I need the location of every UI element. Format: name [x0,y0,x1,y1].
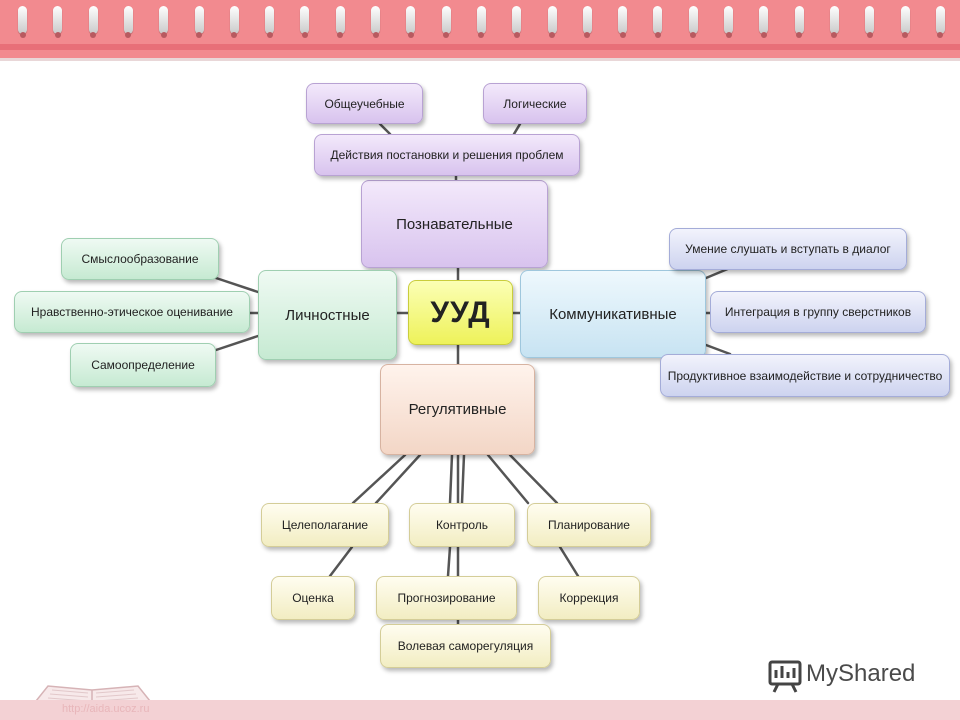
item-control: Контроль [409,503,515,547]
spiral-ring [724,6,733,34]
item-meaning-formation: Смыслообразование [61,238,219,280]
item-volitional-self-regulation: Волевая саморегуляция [380,624,551,668]
binding-hole [372,32,379,38]
binding-hole [584,32,591,38]
spiral-ring [265,6,275,34]
binding-hole [90,32,97,38]
spiral-ring [335,6,345,34]
spiral-ring [18,6,27,34]
branch-communicative: Коммуникативные [520,270,706,358]
item-moral-evaluation: Нравственно-этическое оценивание [14,291,250,333]
binding-hole [831,32,838,38]
binding-hole [725,32,732,38]
spiral-ring [794,6,804,34]
item-general-educational: Общеучебные [306,83,423,124]
binding-hole [19,32,26,38]
item-correction: Коррекция [538,576,640,620]
binding-hole [196,32,202,38]
myshared-logo-text: MyShared [806,660,916,687]
spiral-ring [406,6,416,34]
myshared-logo-icon [768,660,802,693]
binding-hole [301,32,308,38]
spiral-ring [935,6,945,34]
branch-personal: Личностные [258,270,397,360]
spiral-ring [759,6,769,34]
item-problem-solving: Действия постановки и решения проблем [314,134,580,176]
binding-hole [337,32,344,38]
spiral-ring [900,6,910,34]
binding-hole [478,32,485,38]
spiral-ring [159,6,169,34]
spiral-ring [194,6,204,34]
item-peer-integration: Интеграция в группу сверстников [710,291,926,333]
binding-hole [549,32,555,38]
item-evaluation: Оценка [271,576,355,620]
item-logical: Логические [483,83,587,124]
spiral-ring [476,6,486,34]
binding-hole [760,32,767,38]
item-self-determination: Самоопределение [70,343,216,387]
spiral-ring [547,6,557,34]
item-goal-setting: Целеполагание [261,503,389,547]
item-planning: Планирование [527,503,651,547]
binding-hole [619,32,626,38]
spiral-ring [53,6,63,34]
binding-hole [160,32,167,38]
spiral-ring [300,6,310,34]
binding-hole [54,32,61,38]
spiral-ring [653,6,663,34]
branch-cognitive: Познавательные [361,180,548,268]
binding-hole [866,32,873,38]
branch-regulatory: Регулятивные [380,364,535,455]
center-node-uud: УУД [408,280,513,345]
binding-hole [443,32,450,38]
footer-url[interactable]: http://aida.ucoz.ru [62,703,150,715]
spiral-ring [88,6,98,34]
spiral-ring [618,6,628,34]
binding-hole [937,32,944,38]
notebook-header [0,0,960,61]
spiral-ring [688,6,698,34]
binding-hole [125,32,132,38]
binding-hole [690,32,697,38]
spiral-ring [582,6,592,34]
item-cooperation: Продуктивное взаимодействие и сотрудниче… [660,354,950,397]
item-listen-dialog: Умение слушать и вступать в диалог [669,228,907,270]
spiral-ring [123,6,133,34]
spiral-ring [441,6,451,34]
item-forecasting: Прогнозирование [376,576,517,620]
binding-hole [796,32,803,38]
notebook-footer: http://aida.ucoz.ru [0,700,960,720]
binding-hole [902,32,908,38]
binding-hole [266,32,273,38]
binding-hole [654,32,661,38]
spiral-ring [371,6,380,34]
binding-hole [231,32,238,38]
spiral-ring [512,6,522,34]
binding-hole [513,32,520,38]
spiral-ring [865,6,875,34]
spiral-ring [829,6,839,34]
header-stripe [0,44,960,50]
spiral-ring [229,6,239,34]
binding-hole [407,32,414,38]
